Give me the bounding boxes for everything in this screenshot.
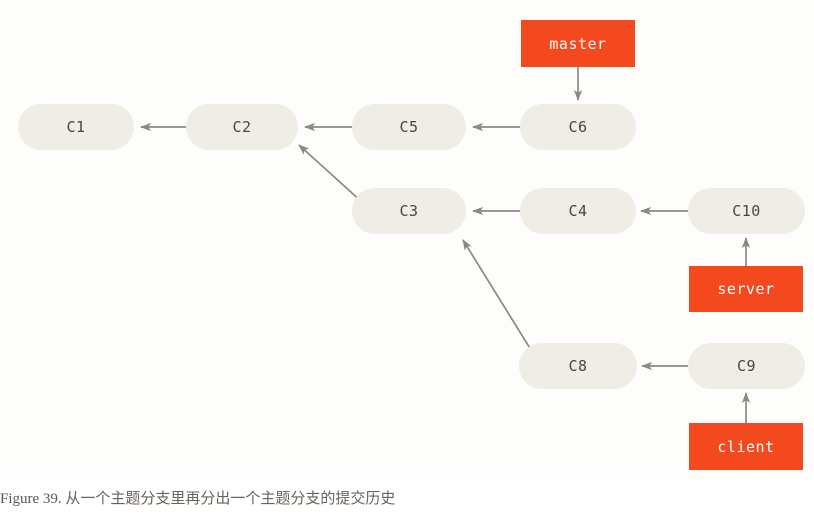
figure-caption: Figure 39. 从一个主题分支里再分出一个主题分支的提交历史 [0, 487, 814, 508]
commit-label: C4 [568, 202, 588, 220]
commit-node-c3[interactable]: C3 [352, 188, 466, 234]
commit-node-c6[interactable]: C6 [520, 104, 636, 150]
figure-caption-text: 从一个主题分支里再分出一个主题分支的提交历史 [65, 491, 396, 507]
commit-node-c1[interactable]: C1 [18, 104, 134, 150]
branch-label-client[interactable]: client [689, 423, 803, 470]
commit-node-c9[interactable]: C9 [688, 343, 805, 389]
branch-name: master [549, 34, 607, 53]
branch-name: client [717, 437, 775, 456]
commit-label: C2 [232, 118, 252, 136]
commit-node-c10[interactable]: C10 [688, 188, 805, 234]
commit-node-c8[interactable]: C8 [519, 343, 637, 389]
edge-c8-to-c3 [462, 239, 537, 359]
edge-c3-to-c2 [298, 144, 364, 204]
commit-label: C6 [568, 118, 588, 136]
commit-label: C8 [568, 357, 588, 375]
commit-node-c5[interactable]: C5 [352, 104, 466, 150]
commit-node-c2[interactable]: C2 [186, 104, 298, 150]
figure-caption-label: Figure 39. [0, 491, 62, 507]
commit-label: C3 [399, 202, 419, 220]
commit-label: C9 [736, 357, 757, 375]
arrow-layer [140, 67, 751, 423]
commit-label: C1 [66, 118, 86, 136]
commit-history-diagram: C1 C2 C5 C6 C3 C4 C10 C8 C9 master serve… [18, 20, 805, 470]
commit-label: C10 [732, 202, 761, 220]
commit-node-c4[interactable]: C4 [520, 188, 636, 234]
branch-name: server [717, 280, 775, 298]
commit-label: C5 [399, 118, 419, 136]
branch-label-server[interactable]: server [689, 266, 803, 312]
branch-label-master[interactable]: master [521, 20, 635, 67]
